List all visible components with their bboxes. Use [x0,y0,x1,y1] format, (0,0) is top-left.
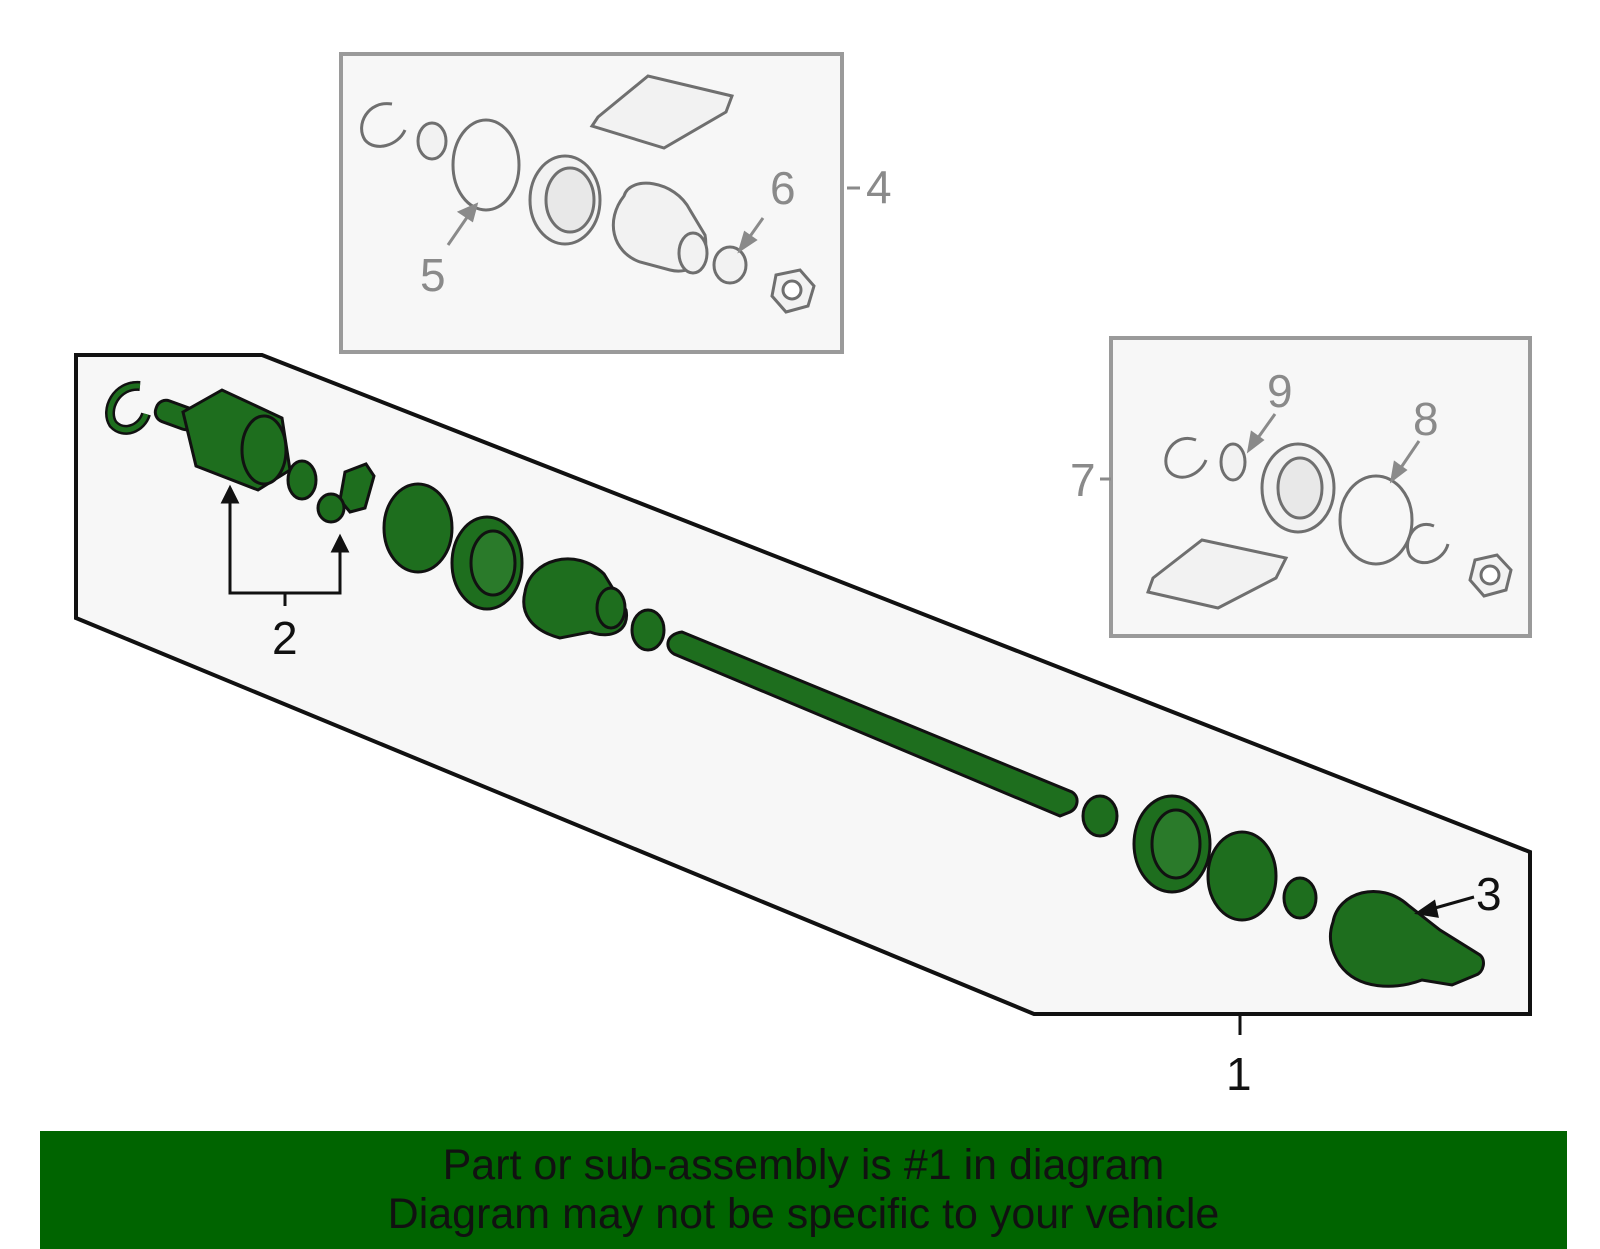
callout-5: 5 [420,249,446,301]
axle-shaft-icon [666,630,1079,818]
notice-line-1: Part or sub-assembly is #1 in diagram [442,1141,1165,1189]
callout-4: 4 [866,161,892,213]
band-clamp-icon [1081,794,1119,838]
axle-parts [105,380,1485,988]
clip-icon [286,459,318,501]
callout-1: 1 [1226,1048,1252,1100]
callout-leaders-main [220,484,1475,1035]
seal-icon [1206,830,1278,922]
notice-line-2: Diagram may not be specific to your vehi… [387,1190,1220,1238]
snap-ring-icon [360,102,407,148]
callout-9: 9 [1267,365,1293,417]
grease-pack-icon [589,74,735,150]
callout-leaders-7 [1100,413,1421,484]
callout-6: 6 [770,162,796,214]
seal-icon [382,482,454,574]
clip-icon [416,121,448,161]
outboard-joint-icon [1328,889,1485,988]
seal-ring-icon [451,118,521,212]
callout-leaders-4 [446,186,860,254]
parts-diagram: 1 2 3 4 5 6 7 8 9 [74,52,1532,1100]
callout-7: 7 [1070,454,1096,506]
subassembly-7-parts [1146,436,1513,610]
callout-8: 8 [1413,393,1439,445]
seal-ring-icon [1338,474,1414,566]
callout-3: 3 [1476,868,1502,920]
callout-2: 2 [272,612,298,664]
band-clamp-icon [630,608,666,652]
notice-banner: Part or sub-assembly is #1 in diagram Di… [40,1131,1567,1249]
band-clamp-icon [712,245,748,285]
band-clamp-icon [1282,876,1318,920]
snap-ring-icon [1406,522,1450,565]
subassembly-4-parts [360,74,816,314]
spacer-icon [1219,442,1247,482]
grease-pack-icon [1146,538,1289,610]
snap-ring-icon [1164,436,1208,479]
